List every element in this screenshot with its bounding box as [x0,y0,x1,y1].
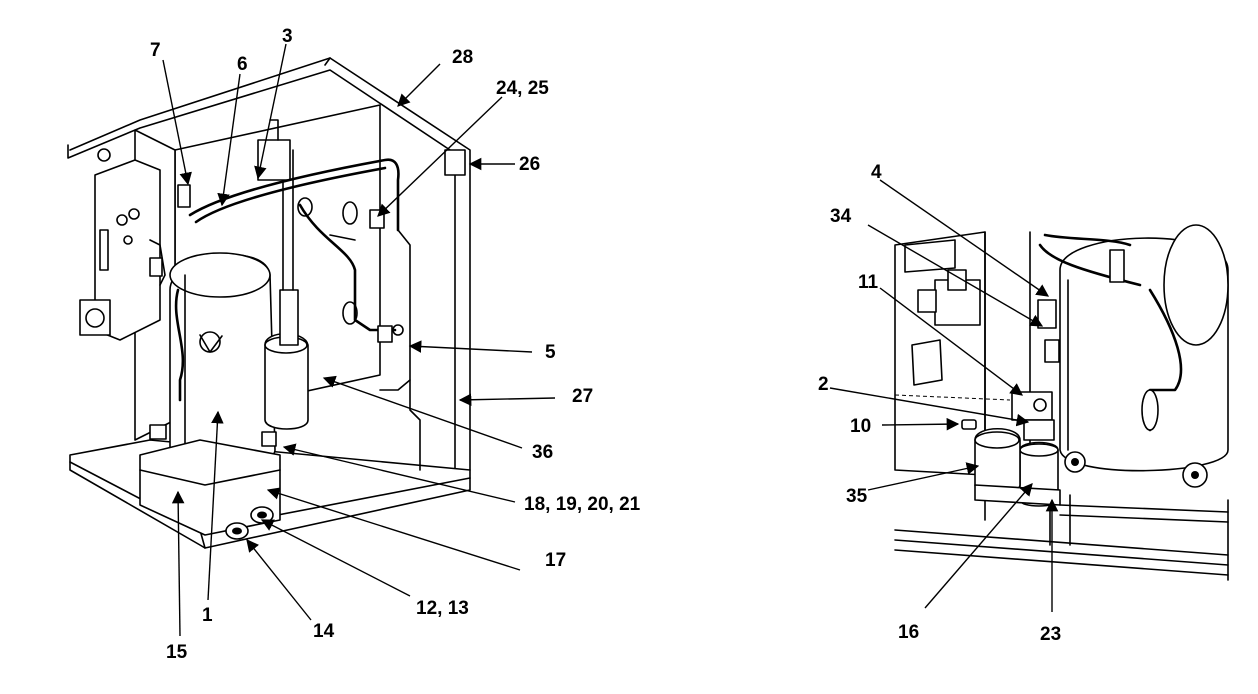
callout-34: 34 [830,206,852,227]
callout-2: 2 [818,374,829,395]
callout-15: 15 [166,642,188,663]
callout-11: 11 [858,272,879,293]
callout-36: 36 [532,442,553,463]
right-detail-drawing [894,224,1229,581]
callout-27: 27 [572,386,593,407]
callout-14: 14 [313,621,335,642]
callout-7: 7 [150,40,161,61]
right-callout-labels: 2 4 10 11 16 23 34 35 [818,162,1061,645]
callout-4: 4 [871,162,882,183]
callout-6: 6 [237,54,248,75]
callout-12-13: 12, 13 [416,598,469,619]
callout-5: 5 [545,342,556,363]
callout-16: 16 [898,622,919,643]
callout-23: 23 [1040,624,1061,645]
callout-28: 28 [452,47,473,68]
callout-1: 1 [202,605,213,626]
callout-18-21: 18, 19, 20, 21 [524,494,641,515]
callout-24-25: 24, 25 [496,78,549,99]
callout-35: 35 [846,486,868,507]
callout-10: 10 [850,416,871,437]
left-callout-labels: 1 3 5 6 7 12, 13 14 15 17 18, 19, 20, 21… [150,26,641,663]
right-leader-lines [829,179,1059,612]
left-leader-lines [162,43,556,637]
callout-3: 3 [282,26,293,47]
callout-17: 17 [545,550,566,571]
callout-26: 26 [519,154,540,175]
left-assembly-drawing [67,57,471,549]
